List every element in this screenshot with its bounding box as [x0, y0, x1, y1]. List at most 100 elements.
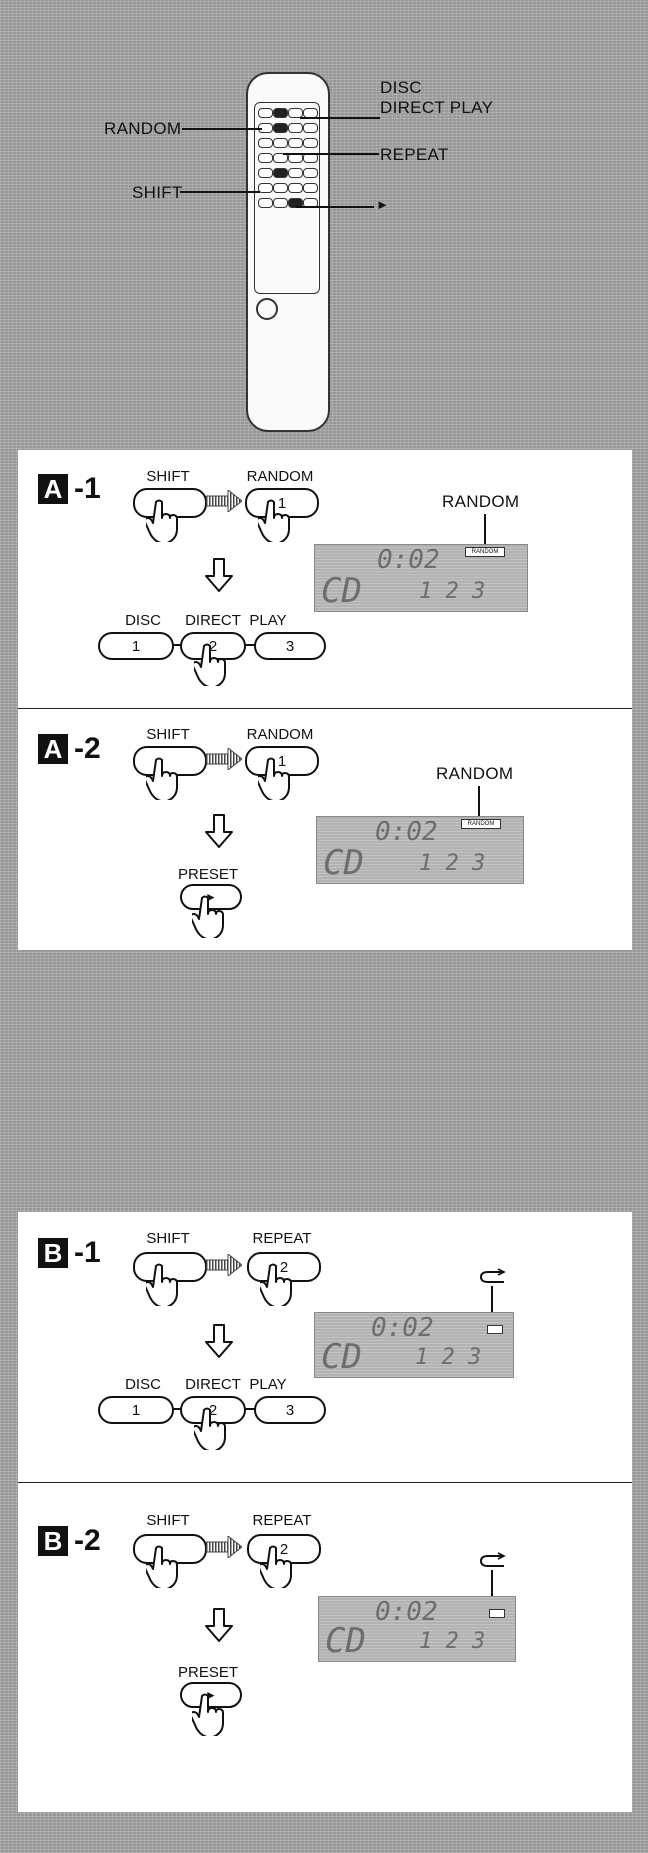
preset-play-button: ►	[180, 1682, 242, 1708]
random-caption: RANDOM	[246, 726, 314, 743]
remote-key	[273, 183, 288, 193]
random-button: 1	[245, 746, 319, 776]
disc-2-number: 2	[208, 1401, 218, 1419]
pressing-hand-icon	[191, 642, 228, 691]
disc-caption: DISC	[125, 612, 161, 629]
remote-key	[273, 138, 288, 148]
disc-2-number: 2	[208, 637, 218, 655]
remote-key	[303, 153, 318, 163]
panel-b: B -1 SHIFT REPEAT 2 DISC DIRECT PLAY 1 2…	[18, 1212, 632, 1812]
callout-shift: SHIFT	[132, 183, 183, 202]
remote-key	[273, 108, 288, 118]
remote-key	[258, 153, 273, 163]
pressing-hand-icon	[257, 1262, 294, 1311]
pressing-hand-icon	[189, 894, 226, 943]
remote-key	[288, 123, 303, 133]
lcd-time: 0:02	[371, 1313, 434, 1343]
shift-caption: SHIFT	[146, 1230, 190, 1247]
hatched-arrow-right-icon	[205, 1252, 243, 1281]
shift-caption: SHIFT	[146, 726, 190, 743]
repeat-badge	[489, 1609, 505, 1618]
pressing-hand-icon	[189, 1692, 226, 1741]
lcd-time: 0:02	[375, 817, 438, 847]
direct-caption: DIRECT	[185, 612, 241, 629]
callout-line-shift	[180, 191, 260, 193]
remote-key	[303, 123, 318, 133]
callout-line-repeat	[283, 153, 379, 155]
disc-3-number: 3	[285, 637, 295, 655]
lcd-discs: 1 2 3	[415, 1345, 482, 1370]
lcd-display: 0:02 CD 1 2 3	[314, 1312, 514, 1378]
remote-key	[303, 198, 318, 208]
callout-line-random	[182, 128, 262, 130]
step-number: -2	[74, 1524, 101, 1557]
callout-line-disc	[300, 117, 380, 119]
remote-key	[288, 183, 303, 193]
lcd-discs: 1 2 3	[419, 1629, 486, 1654]
play-caption: PLAY	[249, 1376, 287, 1393]
lcd-time: 0:02	[375, 1597, 438, 1627]
remote-key	[273, 123, 288, 133]
callout-random: RANDOM	[104, 119, 182, 138]
disc-3-number: 3	[285, 1401, 295, 1419]
callout-play: ►	[376, 197, 390, 212]
repeat-indicator-line	[491, 1286, 493, 1324]
lcd-display: RANDOM 0:02 CD 1 2 3	[316, 816, 524, 884]
pressing-hand-icon	[143, 1262, 180, 1311]
disc-1-number: 1	[131, 1401, 141, 1419]
pressing-hand-icon	[143, 756, 180, 805]
step-letter: A	[38, 734, 68, 764]
lcd-mode: CD	[323, 843, 364, 883]
step-number: -2	[74, 732, 101, 765]
outline-arrow-down-icon	[205, 558, 233, 597]
lcd-discs: 1 2 3	[419, 851, 486, 876]
remote-key	[303, 138, 318, 148]
remote-key	[258, 183, 273, 193]
step-heading-b2: B -2	[38, 1524, 101, 1558]
section-divider	[18, 1482, 632, 1483]
step-letter: B	[38, 1526, 68, 1556]
lcd-mode: CD	[321, 571, 362, 611]
lcd-display: RANDOM 0:02 CD 1 2 3	[314, 544, 528, 612]
preset-caption: PRESET	[178, 866, 239, 883]
disc-1-number: 1	[131, 637, 141, 655]
repeat-icon	[478, 1552, 506, 1575]
disc-1-button: 1	[98, 1396, 174, 1424]
direct-caption: DIRECT	[185, 1376, 241, 1393]
repeat-caption: REPEAT	[252, 1230, 312, 1247]
play-caption: PLAY	[249, 612, 287, 629]
step-letter: A	[38, 474, 68, 504]
play-triangle-icon: ►	[205, 890, 217, 904]
random-indicator-line	[478, 786, 480, 816]
repeat-button: 2	[247, 1252, 321, 1282]
pressing-hand-icon	[257, 1544, 294, 1593]
remote-key	[273, 168, 288, 178]
shift-caption: SHIFT	[146, 468, 190, 485]
pressing-hand-icon	[143, 498, 180, 547]
remote-key	[258, 138, 273, 148]
remote-key	[303, 168, 318, 178]
lcd-time: 0:02	[377, 545, 440, 575]
random-key-number: 1	[277, 494, 287, 512]
disc-3-button: 3	[254, 632, 326, 660]
outline-arrow-down-icon	[205, 814, 233, 853]
panel-a: A -1 SHIFT RANDOM 1 DISC DIRECT PLAY 1 2…	[18, 450, 632, 950]
remote-key	[288, 108, 303, 118]
lcd-mode: CD	[321, 1337, 362, 1377]
lcd-mode: CD	[325, 1621, 366, 1661]
repeat-badge	[487, 1325, 503, 1334]
lcd-discs: 1 2 3	[419, 579, 486, 604]
step-heading-a1: A -1	[38, 472, 101, 506]
hatched-arrow-right-icon	[205, 746, 243, 775]
hatched-arrow-right-icon	[205, 1534, 243, 1563]
pressing-hand-icon	[191, 1406, 228, 1455]
disc-1-button: 1	[98, 632, 174, 660]
random-caption: RANDOM	[246, 468, 314, 485]
step-number: -1	[74, 472, 101, 505]
preset-caption: PRESET	[178, 1664, 239, 1681]
remote-key	[273, 153, 288, 163]
disc-3-button: 3	[254, 1396, 326, 1424]
remote-key	[273, 198, 288, 208]
repeat-icon	[478, 1268, 506, 1291]
repeat-button: 2	[247, 1534, 321, 1564]
